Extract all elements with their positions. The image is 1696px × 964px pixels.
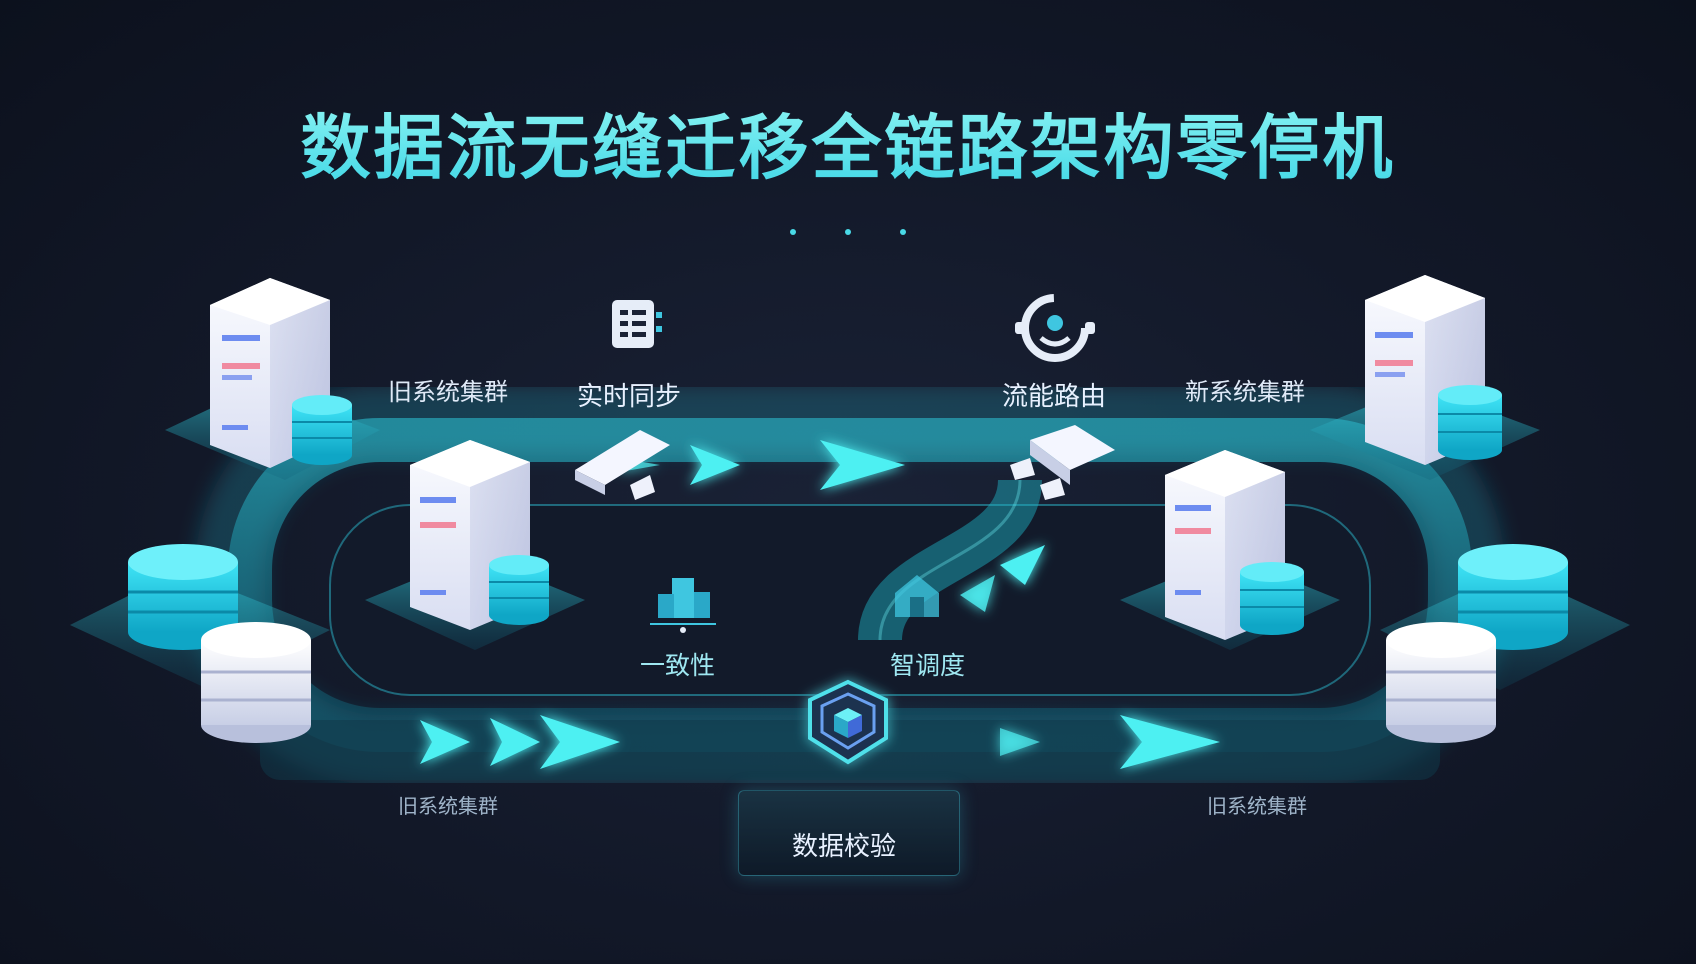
label-old-cluster-bottom-left: 旧系统集群 [398, 794, 498, 818]
database-icon [292, 395, 352, 465]
data-verify-panel [738, 790, 960, 876]
label-realtime-sync: 实时同步 [577, 382, 682, 412]
dot [900, 229, 907, 235]
old-cluster-top-left [165, 278, 380, 480]
database-icon [1438, 385, 1502, 460]
right-database-stack [1380, 544, 1630, 743]
label-old-cluster-bottom-right: 旧系统集群 [1207, 794, 1307, 818]
bottom-flow-arrows [420, 715, 1220, 769]
database-icon [1240, 562, 1304, 635]
label-consistency: 一致性 [640, 651, 716, 680]
label-smart-dispatch: 智调度 [890, 651, 966, 680]
divider-dots [0, 220, 1696, 239]
database-icon [489, 555, 549, 625]
routing-gauge-icon [1015, 294, 1095, 362]
label-flow-routing: 流能路由 [1002, 382, 1107, 412]
label-old-cluster-top: 旧系统集群 [388, 378, 508, 406]
left-database-stack [70, 544, 330, 743]
data-packets [575, 425, 1115, 500]
document-list-icon [612, 300, 662, 348]
building-network-icon [650, 578, 716, 633]
dot [845, 229, 851, 235]
inner-left-server [365, 440, 585, 650]
dot [789, 229, 796, 235]
label-new-cluster-top: 新系统集群 [1185, 378, 1305, 406]
page-title: 数据流无缝迁移全链路架构零停机 [0, 92, 1696, 193]
new-cluster-top-right [1310, 275, 1540, 480]
shield-cube-icon [808, 679, 888, 765]
inner-right-server [1120, 450, 1340, 650]
dispatch-house-icon [895, 575, 939, 617]
label-data-verify: 数据校验 [792, 832, 897, 862]
route-curve-arrows [960, 545, 1045, 612]
